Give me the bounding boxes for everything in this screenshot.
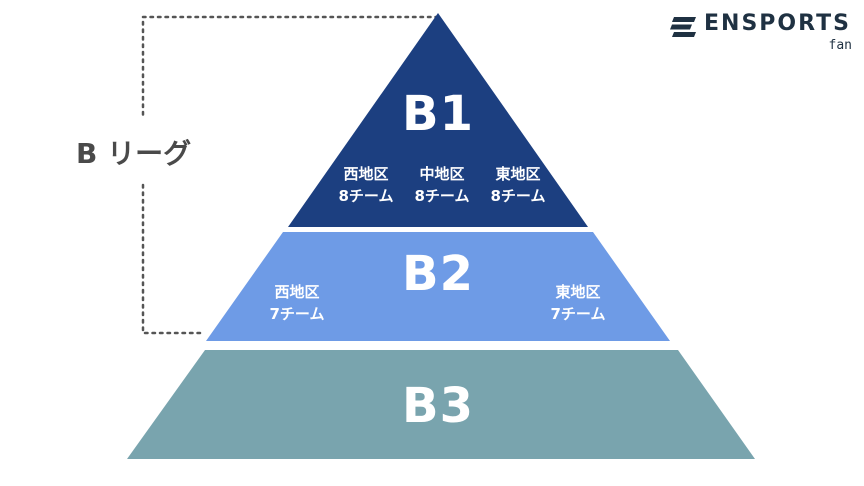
region-name: 西地区: [343, 165, 389, 183]
region-teams: 8チーム: [490, 187, 546, 205]
league-bracket: [141, 15, 440, 119]
tier-b3-title: B3: [402, 378, 474, 434]
league-label: B リーグ: [76, 137, 192, 170]
tier-b2-title: B2: [402, 246, 474, 302]
region-teams: 7チーム: [550, 305, 606, 323]
tier-b3-shape: [127, 350, 755, 459]
b1-region-west: 西地区 8チーム: [326, 163, 406, 207]
tier-b1-shape: [288, 13, 588, 227]
logo-subtext: fan: [828, 38, 852, 53]
logo-mark-icon: [670, 17, 696, 37]
region-name: 東地区: [555, 283, 601, 301]
region-name: 東地区: [495, 165, 541, 183]
b2-region-east: 東地区 7チーム: [533, 281, 623, 325]
ensports-logo[interactable]: ENSPORTS fan: [668, 8, 856, 54]
tier-b2-shape: [206, 232, 670, 341]
b1-region-central: 中地区 8チーム: [402, 163, 482, 207]
league-bracket-lower: [141, 183, 206, 335]
region-teams: 8チーム: [338, 187, 394, 205]
region-name: 中地区: [419, 165, 465, 183]
b1-region-east: 東地区 8チーム: [478, 163, 558, 207]
region-teams: 8チーム: [414, 187, 470, 205]
logo-wordmark: ENSPORTS: [704, 11, 851, 36]
b2-region-west: 西地区 7チーム: [252, 281, 342, 325]
region-name: 西地区: [274, 283, 320, 301]
tier-b1-title: B1: [402, 86, 474, 142]
region-teams: 7チーム: [269, 305, 325, 323]
